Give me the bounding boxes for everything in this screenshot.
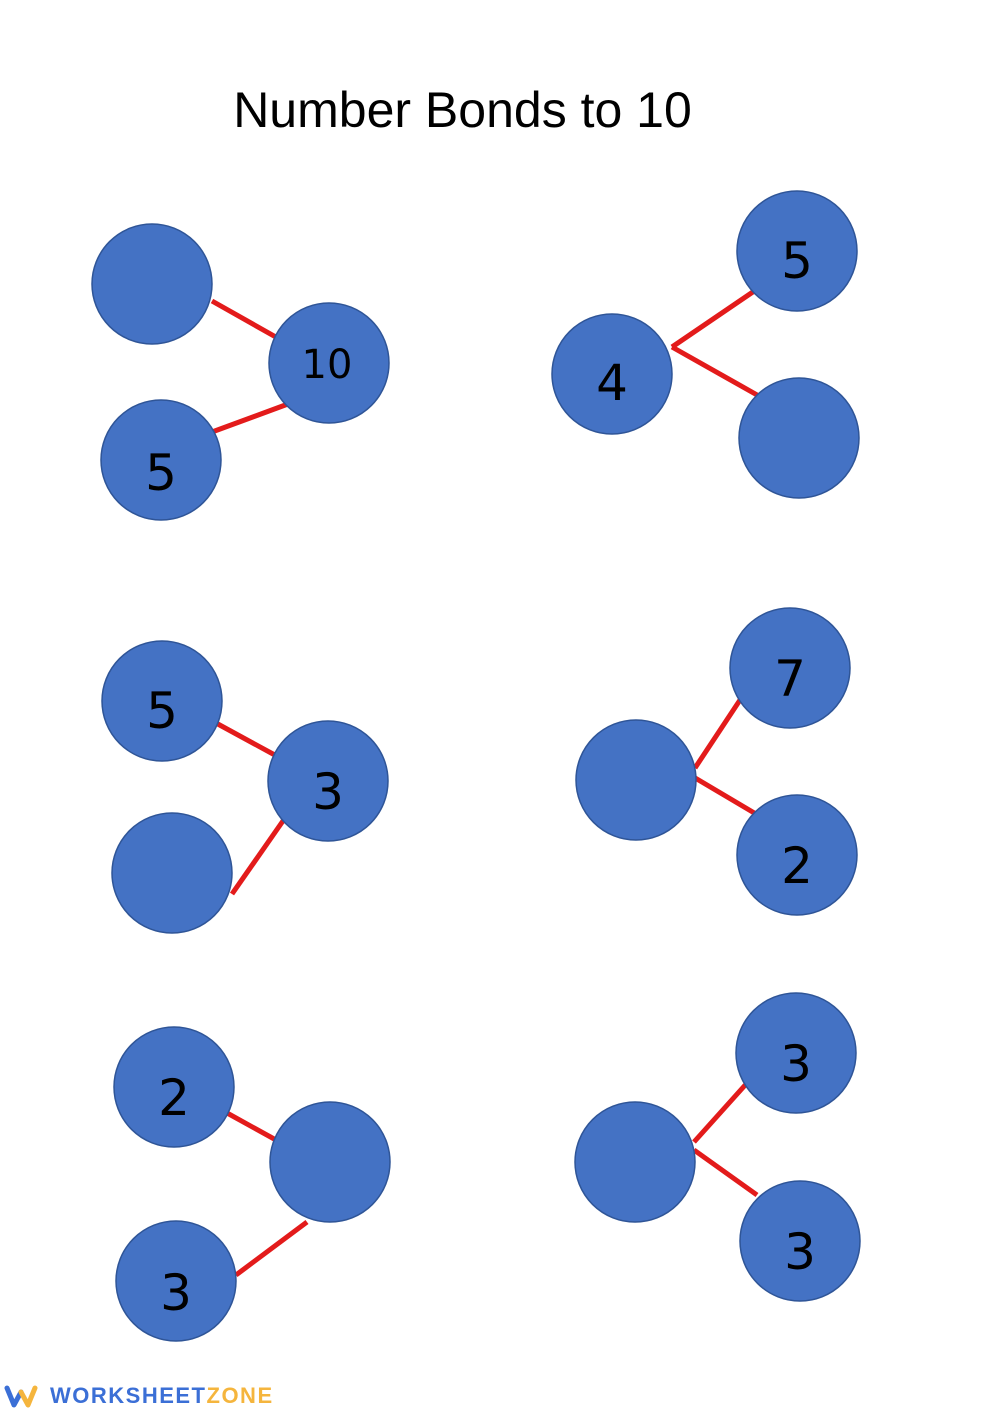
connector-line [229, 816, 288, 896]
part-a-value: 7 [774, 650, 806, 708]
number-bond-5: 2 3 [113, 1026, 391, 1342]
part-circle-a[interactable] [91, 223, 213, 345]
worksheetzone-w-icon [4, 1385, 38, 1408]
number-bond-4: 7 2 [575, 607, 858, 916]
part-a-value: 5 [781, 232, 813, 290]
part-b-value: 3 [784, 1223, 816, 1281]
connector-line [670, 344, 768, 403]
connector-line [214, 720, 286, 763]
number-bond-2: 4 5 [551, 190, 860, 499]
part-a-value: 3 [780, 1035, 812, 1093]
part-b-value: 3 [160, 1264, 192, 1322]
brand-name-part2: ZONE [206, 1383, 274, 1408]
whole-circle[interactable] [267, 720, 389, 842]
brand-name-part1: WORKSHEET [50, 1383, 207, 1408]
whole-value: 4 [596, 354, 628, 412]
connector-line [692, 698, 743, 770]
part-a-value: 2 [158, 1069, 190, 1127]
whole-circle[interactable] [574, 1101, 696, 1223]
part-circle-b[interactable] [115, 1220, 237, 1342]
whole-value: 3 [312, 763, 344, 821]
connector-line [692, 1147, 759, 1198]
whole-circle[interactable] [575, 719, 697, 841]
part-a-value: 5 [146, 682, 178, 740]
part-circle-b[interactable] [111, 812, 233, 934]
part-circle-a[interactable] [729, 607, 851, 729]
part-circle-a[interactable] [735, 992, 857, 1114]
number-bond-6: 3 3 [574, 992, 861, 1302]
whole-circle[interactable] [268, 302, 390, 424]
whole-circle[interactable] [269, 1101, 391, 1223]
part-circle-a[interactable] [113, 1026, 235, 1148]
page-title: Number Bonds to 10 [233, 82, 692, 138]
part-circle-b[interactable] [739, 1180, 861, 1302]
part-b-value: 5 [145, 444, 177, 502]
part-circle-b[interactable] [100, 399, 222, 521]
footer-brand: WORKSHEETZONE [50, 1382, 274, 1410]
part-circle-a[interactable] [101, 640, 223, 762]
whole-value: 10 [302, 342, 353, 388]
whole-circle[interactable] [551, 313, 673, 435]
number-bond-1: 10 5 [91, 223, 390, 521]
connector-line [670, 280, 768, 350]
part-circle-b[interactable] [736, 794, 858, 916]
part-circle-b[interactable] [738, 377, 860, 499]
connector-line [211, 401, 289, 435]
part-circle-a[interactable] [736, 190, 858, 312]
number-bond-3: 5 3 [101, 640, 389, 934]
connector-line [234, 1219, 309, 1278]
part-b-value: 2 [781, 837, 813, 895]
